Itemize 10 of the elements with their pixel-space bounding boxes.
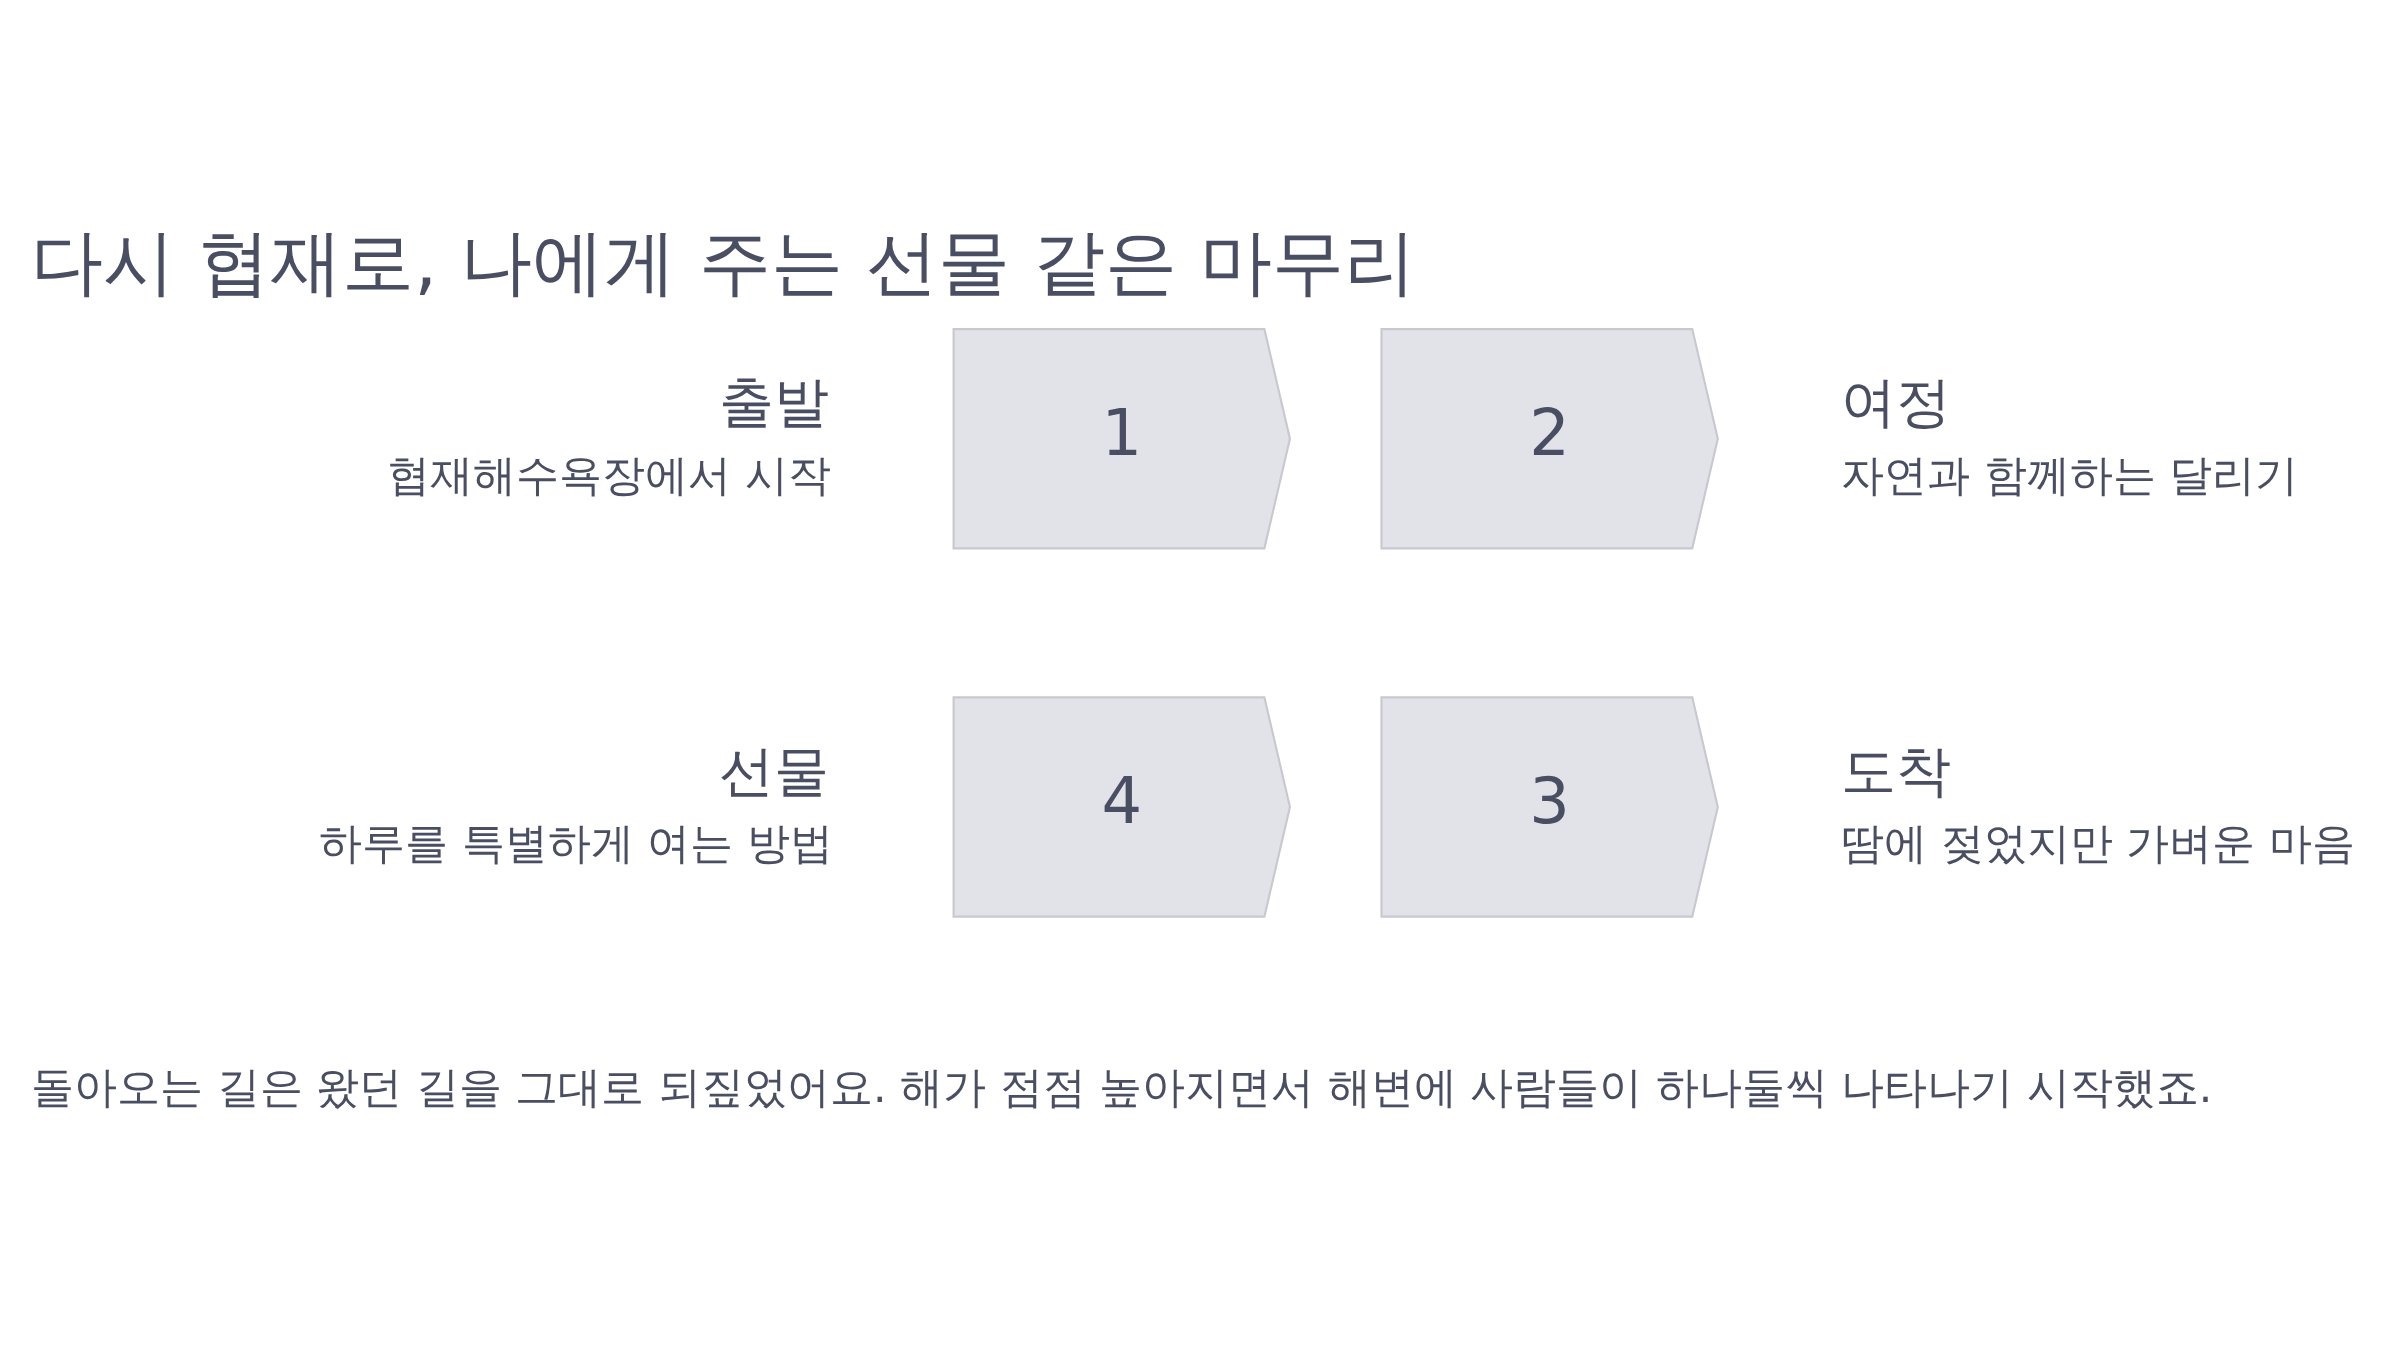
node-label: 땀에 젖었지만 가벼운 마음 [1841,818,2355,869]
node-label: 협재해수욕장에서 시작 [387,449,831,500]
node-label: 도착 [1841,738,1952,803]
node-label: 여정 [1841,370,1952,435]
node-label: 선물 [719,738,830,803]
node-label: 출발 [719,370,830,435]
caption: 돌아오는 길은 왔던 길을 그대로 되짚었어요. 해가 점점 높아지면서 해변에 사람들이 하나둘씩 나타나기 시작했죠. [31,1061,2213,1112]
node-label: 자연과 함께하는 달리기 [1841,449,2299,500]
diagram-title: 다시 협재로, 나에게 주는 선물 같은 마무리 [31,219,1417,304]
node-label: 하루를 특별하게 여는 방법 [319,818,833,869]
